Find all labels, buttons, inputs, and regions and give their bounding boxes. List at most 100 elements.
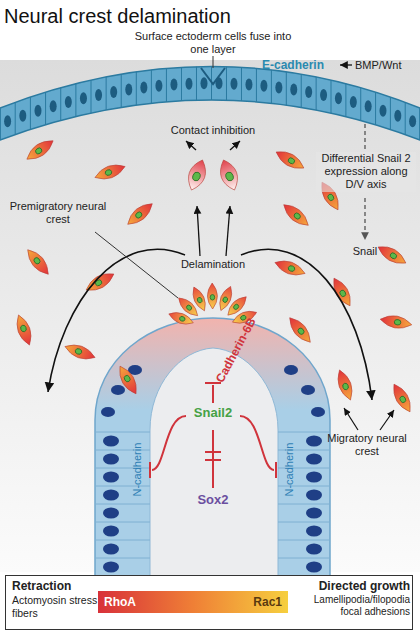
migration-arrow [241, 249, 372, 400]
cell-border [278, 558, 330, 559]
cell-nucleus [155, 80, 162, 92]
ectoderm-cells [0, 67, 420, 141]
cell-nucleus [101, 407, 115, 417]
cell-nucleus [290, 84, 297, 96]
legend-heading: Directed growth [306, 579, 410, 593]
cell-nucleus [4, 115, 11, 127]
cell-nucleus [320, 89, 327, 101]
cell-nucleus [34, 147, 43, 155]
delamination-arrow [226, 206, 230, 256]
annotation: Surface ectoderm cells fuse into one lay… [128, 30, 298, 56]
protein-label: E-cadherin [262, 58, 340, 72]
surface-ectoderm [0, 67, 420, 141]
background [0, 60, 420, 572]
crest-cell [334, 368, 356, 402]
cell-body [93, 161, 127, 183]
cell-body [23, 246, 53, 278]
bar-label: RhoA [104, 595, 136, 609]
cell-border [106, 77, 107, 110]
cell-nucleus [103, 508, 119, 519]
cell-nucleus [233, 303, 240, 310]
cell-nucleus [389, 252, 397, 260]
crest-cell [23, 136, 56, 164]
cell-nucleus [222, 296, 228, 303]
leader-arrow [344, 408, 358, 430]
cell-nucleus [275, 81, 282, 93]
cell-border [45, 92, 46, 125]
cell-nucleus [74, 348, 82, 355]
crest-cell [280, 200, 312, 230]
cell-nucleus [327, 193, 335, 201]
contact-arrow [230, 141, 240, 150]
cell-body [379, 313, 413, 330]
cell-nucleus [200, 77, 207, 89]
legend-text: Actomyosin stress fibers [12, 594, 98, 619]
cell-nucleus [103, 472, 119, 483]
cell-border [181, 67, 182, 100]
cell-border [405, 102, 406, 134]
neural-tube-cells [95, 365, 330, 594]
crest-cell [375, 242, 409, 268]
cell-nucleus [306, 526, 322, 537]
cell-border [278, 432, 330, 433]
crest-cell [189, 285, 209, 313]
cell-border [95, 504, 150, 505]
signal-label: BMP/Wnt [355, 59, 417, 72]
protein-label: N-cadherin [283, 432, 296, 508]
cell-body [124, 199, 156, 229]
neural-tube [95, 318, 330, 600]
neural-crest-cells [13, 136, 415, 415]
cell-nucleus [103, 454, 119, 465]
cell-body [389, 381, 415, 415]
protein-label: N-cadherin [131, 432, 144, 508]
cell-nucleus [379, 105, 386, 117]
ectoderm-fold [201, 68, 225, 84]
cell-nucleus [103, 526, 119, 537]
gradient-bar: RhoARac1 [98, 591, 288, 613]
inhibition-line [152, 416, 186, 470]
cell-nucleus [394, 110, 401, 122]
annotation: Contact inhibition [150, 124, 276, 137]
cell-nucleus [365, 100, 372, 112]
cell-nucleus [95, 89, 102, 101]
cell-border [166, 68, 167, 101]
cell-nucleus [399, 395, 407, 403]
cell-body [334, 368, 356, 402]
cell-border [151, 70, 152, 103]
cell-nucleus [110, 86, 117, 98]
crest-cell [285, 314, 315, 346]
cell-nucleus [33, 257, 41, 266]
cell-border [301, 74, 302, 107]
crest-cell [273, 257, 307, 279]
inhibition-lines [150, 383, 276, 488]
cell-nucleus [135, 211, 144, 219]
gene-label: Sox2 [188, 492, 238, 508]
crest-cell [207, 283, 217, 309]
inhibition-bar [149, 462, 151, 478]
cell-border [15, 102, 16, 134]
cell-nucleus [305, 86, 312, 98]
leader-line [95, 232, 178, 298]
cell-nucleus [287, 157, 295, 165]
cell-nucleus [179, 316, 186, 322]
cell-nucleus [20, 324, 27, 332]
cell-nucleus [225, 171, 235, 182]
inhibition-bar [205, 451, 221, 453]
cell-nucleus [335, 92, 342, 104]
cell-nucleus [123, 374, 131, 382]
cell-border [75, 84, 76, 117]
cell-nucleus [306, 544, 322, 555]
cell-body [63, 341, 97, 363]
cell-border [360, 88, 361, 121]
crest-cell [63, 341, 97, 363]
cell-nucleus [306, 472, 322, 483]
cell-nucleus [210, 295, 215, 301]
cell-nucleus [170, 79, 177, 91]
leader-line [213, 56, 214, 68]
delamination-arrow [197, 206, 200, 256]
leader-arrow [380, 410, 394, 430]
cell-border [241, 67, 242, 100]
cell-nucleus [409, 115, 416, 127]
